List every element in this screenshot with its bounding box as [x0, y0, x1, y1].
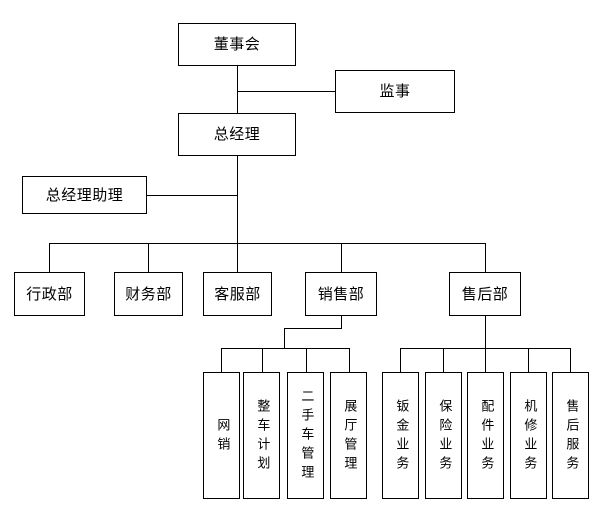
connector-sales-drop-b: [284, 328, 285, 349]
node-department-sales[interactable]: 销售部: [305, 272, 377, 316]
node-gm-assistant-label: 总经理助理: [45, 185, 124, 204]
connector-drop-dept-3: [237, 243, 238, 272]
connector-gm-to-departments: [237, 155, 238, 244]
node-department-administration[interactable]: 行政部: [14, 272, 85, 316]
node-general-manager[interactable]: 总经理: [178, 113, 296, 156]
connector-drop-aftersales-2: [443, 348, 444, 372]
connector-drop-dept-1: [49, 243, 50, 272]
node-board[interactable]: 董事会: [178, 23, 296, 66]
node-aftersales-unit-service[interactable]: 售后服务: [552, 372, 589, 499]
connector-aftersales-drop: [485, 315, 486, 349]
node-sales-unit-showroom-management[interactable]: 展厅管理: [330, 372, 367, 499]
node-department-finance-label: 财务部: [125, 284, 172, 303]
connector-department-bus: [49, 243, 486, 244]
connector-drop-aftersales-5: [570, 348, 571, 372]
node-department-sales-label: 销售部: [317, 284, 365, 303]
connector-sales-jog: [284, 328, 342, 329]
node-gm-assistant[interactable]: 总经理助理: [22, 176, 147, 214]
connector-sales-drop-a: [341, 315, 342, 329]
node-aftersales-unit-mechanical-repair-label: 机修业务: [521, 398, 537, 475]
node-general-manager-label: 总经理: [213, 125, 261, 144]
node-aftersales-unit-insurance[interactable]: 保险业务: [425, 372, 462, 499]
node-department-aftersales-label: 售后部: [461, 284, 509, 303]
connector-spine-to-supervisor: [237, 91, 335, 92]
connector-drop-aftersales-1: [400, 348, 401, 372]
node-aftersales-unit-insurance-label: 保险业务: [436, 398, 452, 475]
node-aftersales-unit-parts-label: 配件业务: [478, 398, 494, 475]
connector-drop-aftersales-4: [528, 348, 529, 372]
connector-board-to-gm: [237, 65, 238, 113]
node-board-label: 董事会: [213, 35, 261, 54]
node-department-customer-service[interactable]: 客服部: [203, 272, 272, 316]
node-department-finance[interactable]: 财务部: [114, 272, 183, 316]
connector-drop-sales-2: [262, 348, 263, 372]
connector-drop-dept-2: [148, 243, 149, 272]
node-sales-unit-showroom-management-label: 展厅管理: [341, 398, 357, 475]
node-aftersales-unit-mechanical-repair[interactable]: 机修业务: [510, 372, 547, 499]
connector-drop-sales-1: [221, 348, 222, 372]
node-aftersales-unit-bodywork[interactable]: 钣金业务: [382, 372, 419, 499]
connector-drop-dept-4: [341, 243, 342, 272]
node-department-administration-label: 行政部: [26, 284, 73, 303]
node-sales-unit-used-car-management-label: 二手车管理: [298, 389, 314, 484]
connector-sales-bus: [221, 348, 350, 349]
node-aftersales-unit-service-label: 售后服务: [563, 398, 579, 475]
connector-drop-aftersales-3: [485, 348, 486, 372]
node-sales-unit-used-car-management[interactable]: 二手车管理: [287, 372, 324, 499]
node-supervisor[interactable]: 监事: [335, 70, 455, 113]
node-sales-unit-vehicle-planning[interactable]: 整车计划: [243, 372, 280, 499]
connector-drop-sales-4: [349, 348, 350, 372]
connector-drop-sales-3: [306, 348, 307, 372]
node-sales-unit-online[interactable]: 网销: [203, 372, 240, 499]
node-supervisor-label: 监事: [379, 82, 411, 101]
connector-spine-to-gm-assistant: [147, 195, 237, 196]
node-department-aftersales[interactable]: 售后部: [449, 272, 521, 316]
node-department-customer-service-label: 客服部: [214, 284, 261, 303]
connector-drop-dept-5: [485, 243, 486, 272]
node-aftersales-unit-parts[interactable]: 配件业务: [467, 372, 504, 499]
node-aftersales-unit-bodywork-label: 钣金业务: [393, 398, 409, 475]
node-sales-unit-vehicle-planning-label: 整车计划: [254, 398, 270, 475]
node-sales-unit-online-label: 网销: [214, 417, 230, 456]
